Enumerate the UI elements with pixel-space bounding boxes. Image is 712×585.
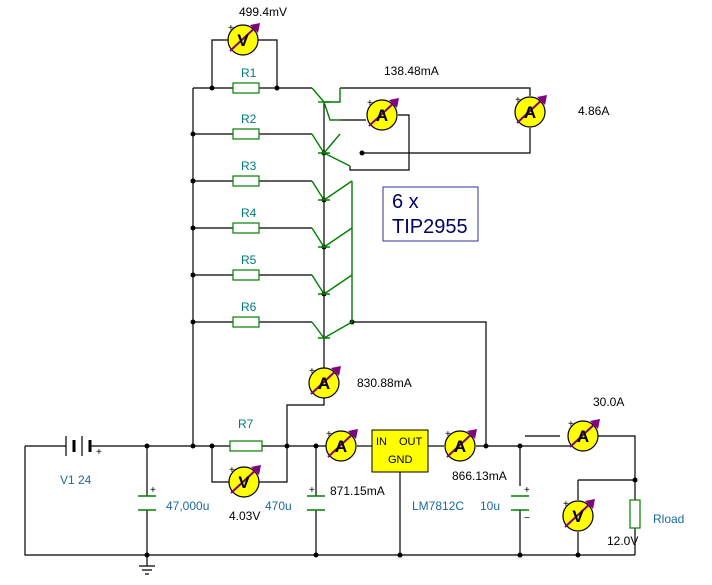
svg-text:+: + bbox=[367, 98, 373, 109]
note-line-1: 6 x bbox=[392, 191, 419, 213]
meter-letter: A bbox=[454, 437, 466, 456]
resistor-r6 bbox=[232, 316, 260, 328]
svg-text:−: − bbox=[524, 513, 530, 524]
regulator-in-label: IN bbox=[376, 436, 387, 448]
regulator-lm7812: IN OUT GND bbox=[371, 429, 429, 473]
regulator-out-label: OUT bbox=[399, 436, 423, 448]
resistor-label-r1: R1 bbox=[241, 66, 257, 80]
meter-letter: V bbox=[238, 473, 250, 492]
svg-text:+: + bbox=[568, 419, 574, 430]
regulator-part-label: LM7812C bbox=[412, 499, 464, 513]
meter-letter: A bbox=[577, 427, 589, 446]
meter-am-total: A+ bbox=[514, 95, 547, 128]
resistor-r5 bbox=[232, 269, 260, 281]
resistor-r4 bbox=[232, 222, 260, 234]
meter-letter: A bbox=[524, 103, 536, 122]
svg-text:+: + bbox=[524, 485, 530, 496]
reading-am-load: 30.0A bbox=[593, 395, 624, 409]
transistor-q5 bbox=[311, 274, 353, 295]
meter-letter: V bbox=[237, 31, 249, 50]
transistor-q4 bbox=[311, 227, 353, 248]
resistor-r3 bbox=[232, 175, 260, 187]
meter-am-q1: A+ bbox=[366, 98, 399, 131]
resistors bbox=[229, 82, 263, 452]
svg-text:+: + bbox=[326, 429, 332, 440]
transistor-q3 bbox=[311, 180, 353, 201]
transistor-q6 bbox=[311, 321, 353, 339]
regulator-gnd-label: GND bbox=[388, 454, 413, 466]
transistor-q2 bbox=[311, 133, 351, 167]
reading-vm-load: 12.0V bbox=[607, 534, 638, 548]
svg-text:+: + bbox=[228, 23, 234, 34]
resistor-r1 bbox=[232, 82, 260, 94]
capacitor-c1-label: 47,000u bbox=[166, 499, 209, 513]
resistor-r7 bbox=[229, 440, 263, 452]
transistor-array bbox=[311, 87, 353, 339]
meter-am-reg: A+ bbox=[444, 429, 477, 462]
svg-text:+: + bbox=[515, 95, 521, 106]
load-label: Rload bbox=[653, 512, 684, 526]
capacitor-c1: + bbox=[138, 485, 156, 511]
svg-text:+: + bbox=[563, 499, 569, 510]
resistor-label-r4: R4 bbox=[241, 206, 257, 220]
transistor-note-box: 6 x TIP2955 bbox=[382, 186, 479, 242]
reading-am-reg: 866.13mA bbox=[452, 469, 507, 483]
capacitor-c2-label: 470u bbox=[265, 499, 292, 513]
note-line-2: TIP2955 bbox=[392, 216, 468, 238]
meter-vm-r1: V+ bbox=[227, 23, 260, 56]
capacitor-c3-label: 10u bbox=[480, 499, 500, 513]
resistor-label-r5: R5 bbox=[241, 253, 257, 267]
capacitor-c3: + − bbox=[511, 485, 530, 524]
svg-text:+: + bbox=[445, 429, 451, 440]
meter-letter: A bbox=[335, 437, 347, 456]
reading-vm-r7: 4.03V bbox=[229, 509, 260, 523]
resistor-r2 bbox=[232, 128, 260, 140]
transistor-q1 bbox=[311, 87, 341, 121]
load-resistor bbox=[629, 499, 641, 529]
resistor-label-r2: R2 bbox=[241, 112, 257, 126]
svg-text:+: + bbox=[229, 465, 235, 476]
meter-vm-r7: V+ bbox=[228, 465, 261, 498]
svg-text:+: + bbox=[309, 366, 315, 377]
battery-plus-label: + bbox=[96, 447, 102, 458]
reading-am-in: 871.15mA bbox=[330, 484, 385, 498]
resistor-label-r3: R3 bbox=[241, 159, 257, 173]
ground-icon bbox=[139, 565, 155, 575]
battery-label: V1 24 bbox=[60, 473, 92, 487]
meter-letter: A bbox=[376, 106, 388, 125]
resistor-label-r7: R7 bbox=[238, 417, 254, 431]
reading-am-base: 830.88mA bbox=[357, 376, 412, 390]
wiring bbox=[24, 39, 638, 566]
resistor-label-r6: R6 bbox=[241, 300, 257, 314]
capacitor-c2: + bbox=[307, 485, 325, 511]
meter-am-load: A+ bbox=[567, 419, 600, 452]
battery-v1 bbox=[65, 436, 92, 456]
reading-am-q1: 138.48mA bbox=[384, 64, 439, 78]
meters: V+A+A+A+V+A+A+A+V+ bbox=[227, 23, 600, 532]
meter-vm-load: V+ bbox=[562, 499, 595, 532]
reading-vm-r1: 499.4mV bbox=[239, 5, 287, 19]
meter-letter: A bbox=[318, 374, 330, 393]
meter-letter: V bbox=[572, 507, 584, 526]
meter-am-base: A+ bbox=[308, 366, 341, 399]
svg-text:+: + bbox=[309, 485, 315, 496]
reading-am-total: 4.86A bbox=[578, 104, 609, 118]
meter-am-in: A+ bbox=[325, 429, 358, 462]
svg-text:+: + bbox=[150, 485, 156, 496]
